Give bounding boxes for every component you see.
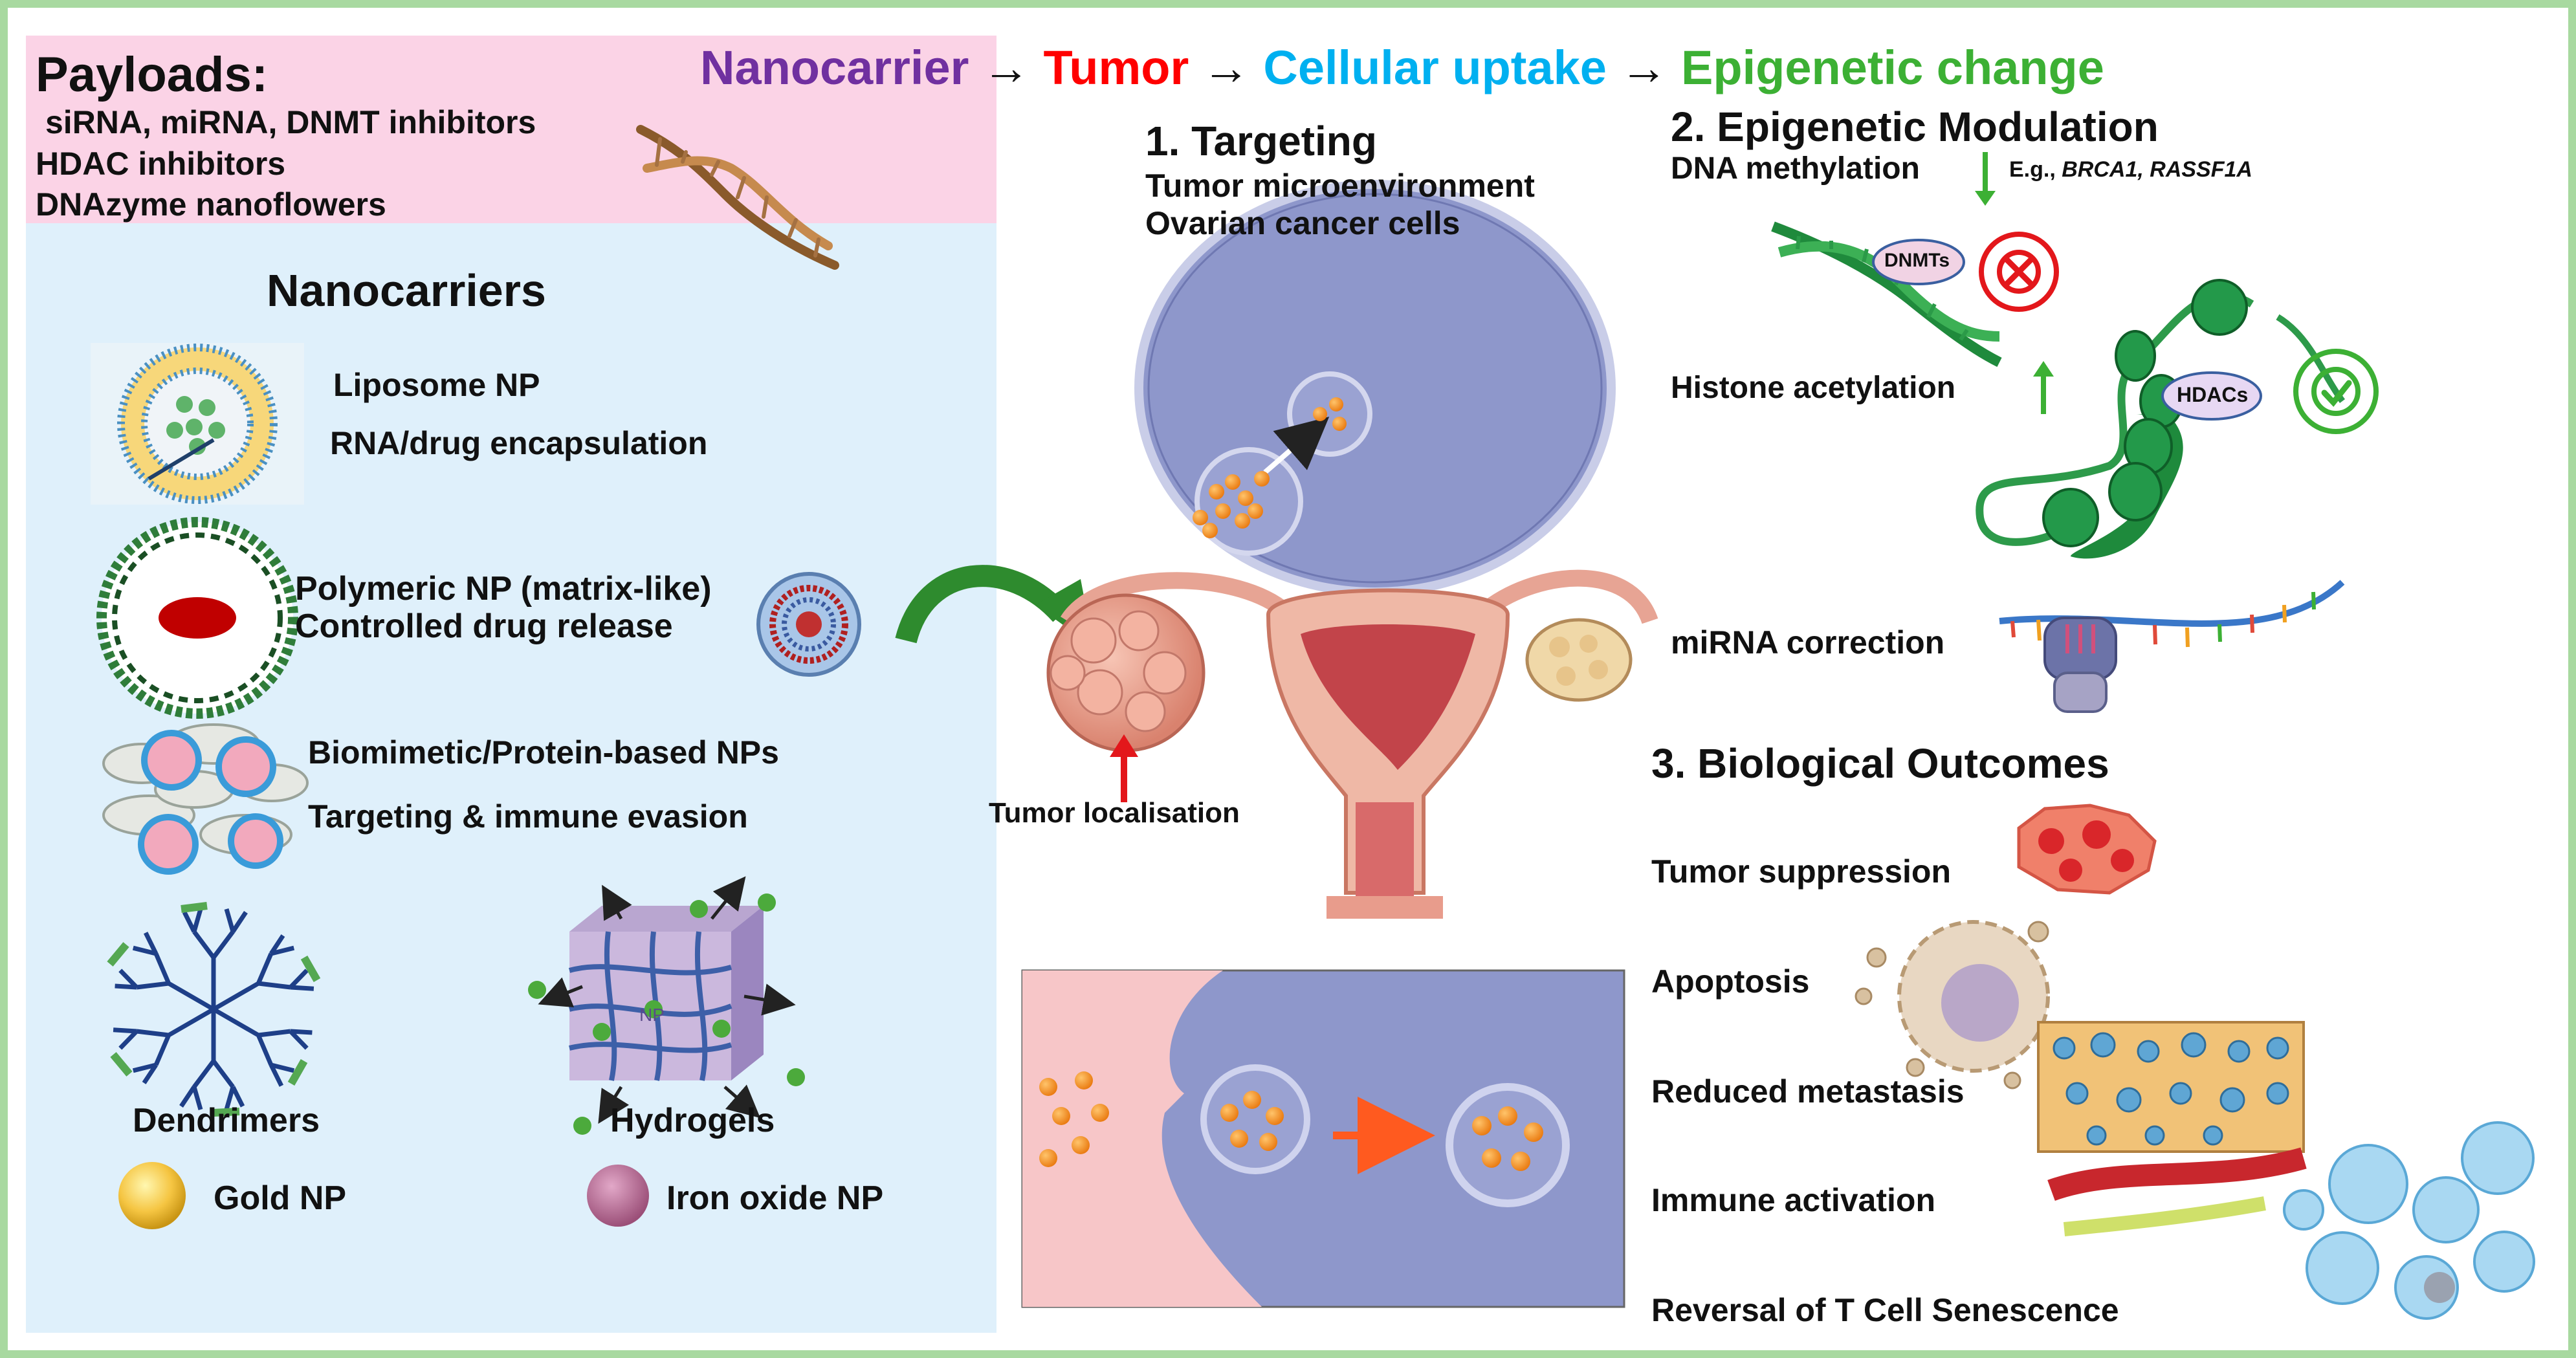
- uterus-illustration: [1060, 569, 1658, 919]
- outcome-item: Immune activation: [1651, 1182, 1935, 1218]
- tumor-ovary-icon: [1046, 593, 1205, 752]
- hdacs-badge: [2161, 371, 2262, 421]
- payloads-title: Payloads:: [36, 47, 269, 102]
- dnmts-badge: [1872, 239, 1965, 285]
- flow-uptake: Cellular uptake: [1263, 41, 1607, 94]
- tumor-suppression-icon: [2017, 804, 2157, 895]
- ribosome-icon: [2043, 617, 2117, 713]
- hydrogels-label: Hydrogels: [610, 1102, 775, 1139]
- polymeric-label: Polymeric NP (matrix-like): [295, 570, 712, 608]
- outcome-item: Reduced metastasis: [1651, 1073, 1965, 1110]
- payload-item: siRNA, miRNA, DNMT inhibitors: [45, 104, 536, 140]
- cell-uptake-illustration: [1134, 180, 1616, 597]
- payload-item: HDAC inhibitors: [36, 146, 286, 182]
- targeting-title: 1. Targeting: [1145, 120, 1377, 162]
- outcomes-title: 3. Biological Outcomes: [1651, 740, 2109, 787]
- methylation-down-arrow: [1975, 152, 1996, 206]
- iron-oxide-np-label: Iron oxide NP: [666, 1179, 884, 1217]
- hydrogel-np-tag: NP: [639, 1005, 665, 1025]
- iron-oxide-np-icon: [587, 1165, 649, 1227]
- mirna-correction-label: miRNA correction: [1671, 624, 1945, 661]
- epigenetic-title: 2. Epigenetic Modulation: [1671, 104, 2159, 150]
- gold-np-icon: [118, 1162, 186, 1229]
- liposome-label: Liposome NP: [333, 367, 540, 403]
- dna-methylation-label: DNA methylation: [1671, 151, 1920, 186]
- gold-np-label: Gold NP: [214, 1179, 347, 1217]
- hdacs-label: HDACs: [2177, 383, 2249, 406]
- healthy-ovary-icon: [1525, 618, 1633, 702]
- metastasis-tissue-icon: [2037, 1021, 2305, 1153]
- outcome-item: Reversal of T Cell Senescence: [1651, 1292, 2119, 1328]
- dendrimers-label: Dendrimers: [133, 1102, 320, 1139]
- nanocarriers-title: Nanocarriers: [267, 265, 546, 316]
- biomimetic-label: Biomimetic/Protein-based NPs: [308, 734, 779, 771]
- targeting-line-1: Tumor microenvironment: [1145, 168, 1535, 204]
- targeting-title-text: 1. Targeting: [1145, 118, 1377, 164]
- flow-nanocarrier: Nanocarrier: [700, 41, 969, 94]
- tumor-localisation-label: Tumor localisation: [989, 797, 1240, 829]
- biomimetic-np-icon: [102, 723, 309, 875]
- check-icon: [2293, 349, 2379, 434]
- dna-helix-icon: [636, 125, 839, 270]
- acetylation-up-arrow: [2033, 361, 2054, 414]
- biomimetic-desc: Targeting & immune evasion: [308, 798, 748, 835]
- liposome-icon: [91, 343, 304, 505]
- example-gene-list: BRCA1, RASSF1A: [2062, 157, 2252, 182]
- immune-cells-icon: [2283, 1121, 2535, 1320]
- polymeric-matrix-icon: [756, 572, 861, 677]
- blood-vessel-icon: [2047, 1147, 2307, 1236]
- flow-tumor: Tumor: [1043, 41, 1189, 94]
- outcome-item: Apoptosis: [1651, 963, 1810, 1000]
- cross-icon: [1979, 232, 2059, 312]
- flow-arrow-3: →: [1620, 41, 1668, 94]
- endocytosis-illustration: [1021, 969, 1625, 1308]
- histone-acetylation-label: Histone acetylation: [1671, 371, 1956, 405]
- dendrimer-icon: [107, 902, 321, 1117]
- flow-title: Nanocarrier → Tumor → Cellular uptake → …: [700, 44, 2104, 92]
- payloads-panel: [26, 36, 996, 223]
- hydrogel-icon: [528, 876, 805, 1135]
- polymeric-np-icon: [96, 517, 298, 719]
- outcome-item: Tumor suppression: [1651, 853, 1952, 890]
- dnmts-label: DNMTs: [1884, 250, 1950, 271]
- polymeric-desc: Controlled drug release: [295, 608, 673, 645]
- targeting-line-2: Ovarian cancer cells: [1145, 205, 1460, 241]
- tumor-localisation-arrow: [1110, 734, 1138, 802]
- flow-epigenetic: Epigenetic change: [1681, 41, 2104, 94]
- apoptosis-icon: [1855, 920, 2068, 1090]
- flow-arrow-2: →: [1202, 41, 1250, 94]
- example-prefix: E.g.,: [2009, 157, 2056, 182]
- payload-item: DNAzyme nanoflowers: [36, 186, 386, 223]
- flow-arrow-1: →: [982, 41, 1030, 94]
- chromatin-illustration: [1976, 279, 2346, 559]
- liposome-desc: RNA/drug encapsulation: [330, 425, 708, 461]
- example-genes: E.g., BRCA1, RASSF1A: [2009, 159, 2252, 181]
